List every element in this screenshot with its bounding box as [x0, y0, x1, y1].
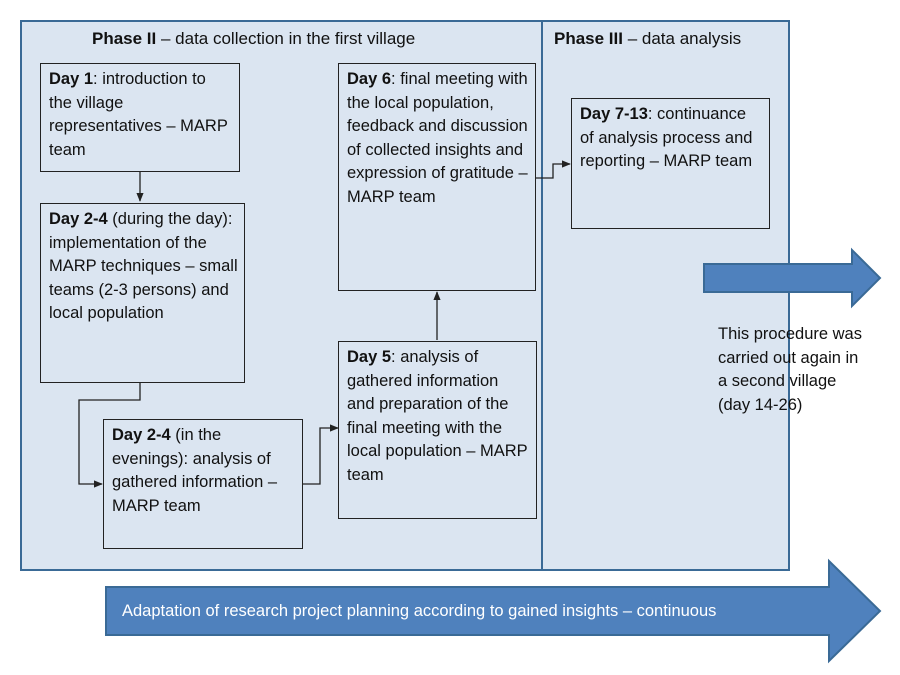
- box-day-5: Day 5: analysis of gathered information …: [338, 341, 537, 519]
- bottom-block-arrow: [105, 558, 882, 664]
- right-block-arrow: [703, 247, 882, 309]
- connector-day2-evenings: [78, 383, 141, 488]
- phase-2-title: Phase II – data collection in the first …: [92, 29, 416, 48]
- box-day-2-4-day: Day 2-4 (during the day): implementation…: [40, 203, 245, 383]
- phase-3-title: Phase III – data analysis: [554, 29, 742, 48]
- box-day-6: Day 6: final meeting with the local popu…: [338, 63, 536, 291]
- box-day-2-4-evenings: Day 2-4 (in the evenings): analysis of g…: [103, 419, 303, 549]
- connector-day6-day7: [536, 160, 571, 179]
- connector-evenings-day5: [303, 424, 339, 485]
- bottom-arrow-label: Adaptation of research project planning …: [122, 602, 717, 620]
- box-day-1: Day 1: introduction to the village repre…: [40, 63, 240, 172]
- box-day-7-13: Day 7-13: continuance of analysis proces…: [571, 98, 770, 229]
- second-village-note: This procedure was carried out again in …: [718, 325, 862, 414]
